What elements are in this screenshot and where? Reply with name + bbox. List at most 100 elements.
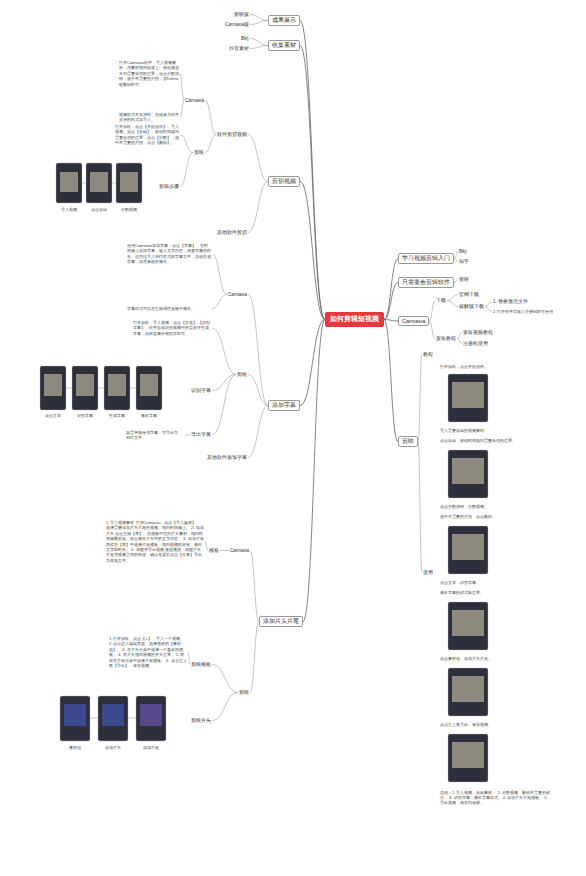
note-text: 使用Camtasia添加字幕：点击【字幕】，在时间轴上添加字幕，输入文字内容，调… <box>126 243 212 265</box>
topic-text: Camtasia <box>402 318 425 324</box>
sub-topic: 安装视频教程 <box>462 330 494 335</box>
branch-line <box>250 39 268 46</box>
caption-text: 总结：1. 导入视频，剪辑素材。 2. 分割视频，删除不需要的部分。 3. 识别… <box>440 790 550 806</box>
video-frame <box>452 676 484 702</box>
topic-text: 软件剪切视频 <box>217 132 247 137</box>
screenshot <box>136 366 162 410</box>
branch-line <box>447 295 458 301</box>
screenshot <box>116 163 142 203</box>
video-frame <box>90 172 108 192</box>
screenshot <box>448 668 488 716</box>
branch-line <box>248 182 268 233</box>
video-frame <box>452 382 484 408</box>
caption-text: 生成字幕 <box>104 413 130 418</box>
topic-text: 成果展示 <box>272 17 296 24</box>
topic-text: 下载 <box>436 298 446 303</box>
sub-topic: 安装教程 <box>435 336 457 341</box>
note-text: 如需单独使用字幕，可导出为SRT文件。 <box>125 430 185 441</box>
topic-text: 剪映片头 <box>191 718 211 723</box>
branch-line <box>180 135 193 153</box>
sub-topic: 剪映 <box>238 690 250 695</box>
note-text: 1. 导入视频素材 打开Camtasia，点击【导入媒体】，选择需要添加片头片尾… <box>105 520 205 563</box>
main-topic: 剪切视频 <box>268 176 300 187</box>
screenshot <box>72 366 98 410</box>
topic-text: 教程 <box>423 352 433 357</box>
main-topic: 剪映 <box>398 436 418 447</box>
branch-line <box>485 307 492 312</box>
screenshot <box>104 366 130 410</box>
caption-text: 修改字幕的样式和位置。 <box>440 590 550 595</box>
screenshot <box>98 696 128 741</box>
topic-text: 知乎 <box>459 259 469 264</box>
branch-line <box>180 73 184 100</box>
branch-line <box>212 375 236 435</box>
topic-text: 剪映 <box>402 438 414 445</box>
topic-text: 抖音素材 <box>229 46 249 51</box>
topic-text: 使用 <box>423 570 433 575</box>
screenshot <box>448 734 488 782</box>
topic-text: Camtasia <box>230 548 249 553</box>
branch-line <box>250 15 268 21</box>
caption-text: 导入需要剪辑的视频素材。 <box>440 428 550 433</box>
video-frame <box>60 172 78 192</box>
sub-topic: Camtasia版 <box>224 22 250 27</box>
step-line <box>66 388 136 389</box>
main-topic: 学习视频剪辑入门 <box>398 253 454 264</box>
topic-text: 如何剪辑短视频 <box>330 315 379 324</box>
sub-topic: 剪映片头 <box>190 718 212 723</box>
caption-text: 点击分割按钮，分割视频。 <box>440 504 550 509</box>
branch-line <box>384 283 398 320</box>
video-frame <box>64 704 86 726</box>
caption-text: 点击右上角导出，保存视频。 <box>440 722 550 727</box>
topic-text: 剪映 <box>239 690 249 695</box>
video-frame <box>108 374 126 396</box>
branch-line <box>248 135 268 182</box>
video-frame <box>102 704 124 726</box>
topic-text: 破解版下载 <box>459 304 484 309</box>
branch-line <box>212 665 238 693</box>
sub-topic: 知乎 <box>458 259 470 264</box>
topic-text: Camtasia <box>185 98 204 103</box>
topic-text: 添加片头片尾 <box>263 618 299 625</box>
topic-text: 官网下载 <box>459 292 479 297</box>
video-frame <box>452 458 484 484</box>
branch-line <box>250 46 268 49</box>
video-frame <box>452 534 484 560</box>
screenshot <box>448 450 488 498</box>
caption-text: 添加片头 <box>98 745 128 750</box>
branch-line <box>250 21 268 25</box>
branch-line <box>447 301 458 307</box>
topic-text: 1. 导入视频素材 打开Camtasia，点击【导入媒体】，选择需要添加片头片尾… <box>106 520 204 563</box>
video-frame <box>140 374 158 396</box>
topic-text: 1. 打开剪映，点击【+】，导入一个视频。 2. 点击进入编辑页面，选择底部的【… <box>109 636 187 668</box>
note-text: 视频格式不支持时，先转换为软件支持的格式再导入。 <box>118 112 180 123</box>
screenshot <box>448 526 488 574</box>
topic-text: 视频格式不支持时，先转换为软件支持的格式再导入。 <box>119 112 179 123</box>
topic-text: 打开Camtasia软件，导入视频素材，把素材拖到轨道上。移动播放头到需要剪切的… <box>119 60 179 87</box>
branch-line <box>248 406 268 458</box>
sub-topic: 教程 <box>422 352 434 357</box>
sub-topic: 剪映 <box>236 372 248 377</box>
caption-text: 打开剪映，点击开始创作。 <box>440 364 550 369</box>
note-text: 2. 打开软件后输入注册码即可使用 <box>492 309 572 314</box>
sub-topic: 官网下载 <box>458 292 480 297</box>
caption-text: 添加片尾 <box>136 745 166 750</box>
topic-text: 只需要会剪辑软件 <box>402 279 450 286</box>
branch-line <box>250 551 259 622</box>
sub-topic: B站 <box>458 249 468 254</box>
topic-text: 使用Camtasia添加字幕：点击【字幕】，在时间轴上添加字幕，输入文字内容，调… <box>127 243 211 265</box>
caption-text: 导入视频 <box>56 207 82 212</box>
video-frame <box>452 742 484 768</box>
topic-text: 安装视频教程 <box>463 330 493 335</box>
caption-text: 素材包 <box>60 745 90 750</box>
main-topic: 添加片头片尾 <box>259 616 303 627</box>
sub-topic: 下载 <box>435 298 447 303</box>
topic-text: 如需单独使用字幕，可导出为SRT文件。 <box>126 430 184 441</box>
caption-text: 点击文本 <box>40 413 66 418</box>
branch-line <box>384 320 398 442</box>
topic-text: 剪映 <box>194 150 204 155</box>
caption-text: 点击剪辑 <box>86 207 112 212</box>
sub-topic: Camtasia <box>227 292 248 297</box>
sub-topic: B站 <box>240 36 250 41</box>
sub-topic: 注册机使用 <box>462 341 489 346</box>
